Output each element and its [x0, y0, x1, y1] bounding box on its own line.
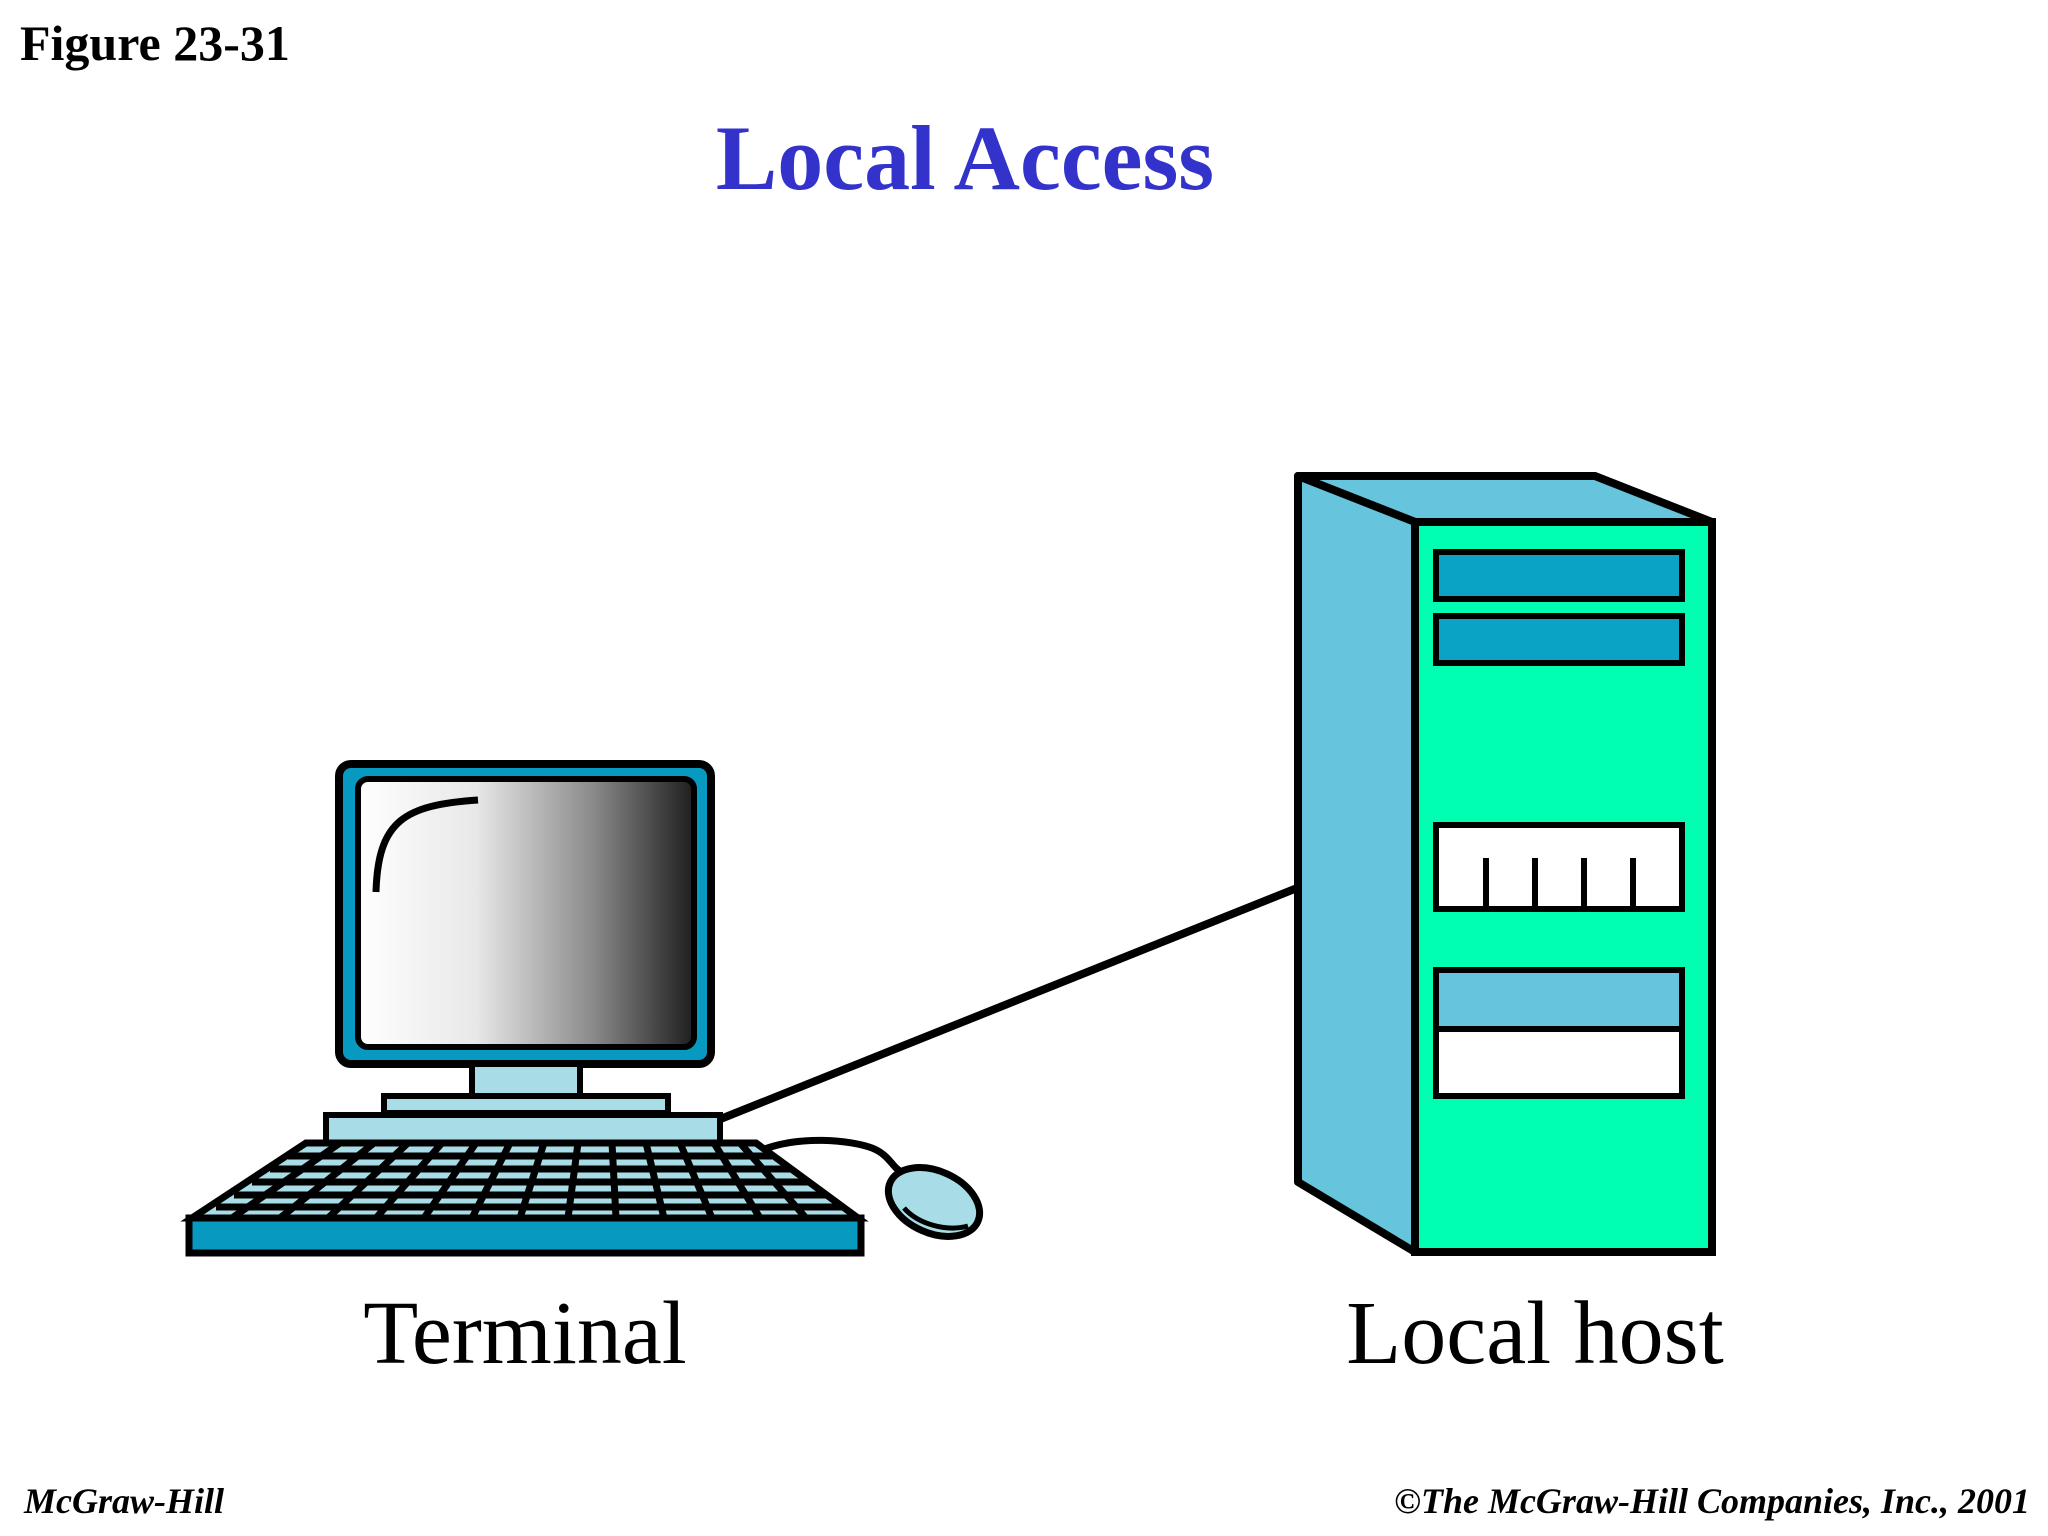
- drive-bay-2: [1433, 613, 1685, 666]
- terminal-icon: [180, 760, 984, 1257]
- figure-title: Local Access: [715, 107, 1215, 209]
- mouse-highlight: [902, 1206, 969, 1231]
- monitor-neck: [469, 1061, 583, 1099]
- monitor-screen: [355, 776, 697, 1050]
- keyboard-keys: [216, 1140, 843, 1221]
- local-host-label: Local host: [1346, 1284, 1724, 1383]
- figure-number: Figure 23-31: [20, 15, 290, 71]
- terminal-label: Terminal: [363, 1284, 687, 1383]
- mouse: [884, 1164, 984, 1240]
- port-slots: [1483, 858, 1636, 909]
- copyright-notice: ©The McGraw-Hill Companies, Inc., 2001: [1394, 1481, 2030, 1521]
- tower-side: [1294, 472, 1419, 1256]
- keyboard-front: [185, 1214, 865, 1257]
- floppy-slot: [1433, 967, 1685, 1032]
- publisher-logo: McGraw-Hill: [24, 1481, 225, 1521]
- connection-line: [716, 862, 1354, 1124]
- local-host-icon: [1294, 472, 1716, 1256]
- monitor-base: [381, 1093, 671, 1116]
- port-panel: [1433, 822, 1685, 912]
- keyboard-panel: [323, 1112, 723, 1147]
- screen-glare: [372, 796, 479, 893]
- mouse-cable: [760, 1136, 904, 1176]
- drive-bay-1: [1433, 549, 1685, 602]
